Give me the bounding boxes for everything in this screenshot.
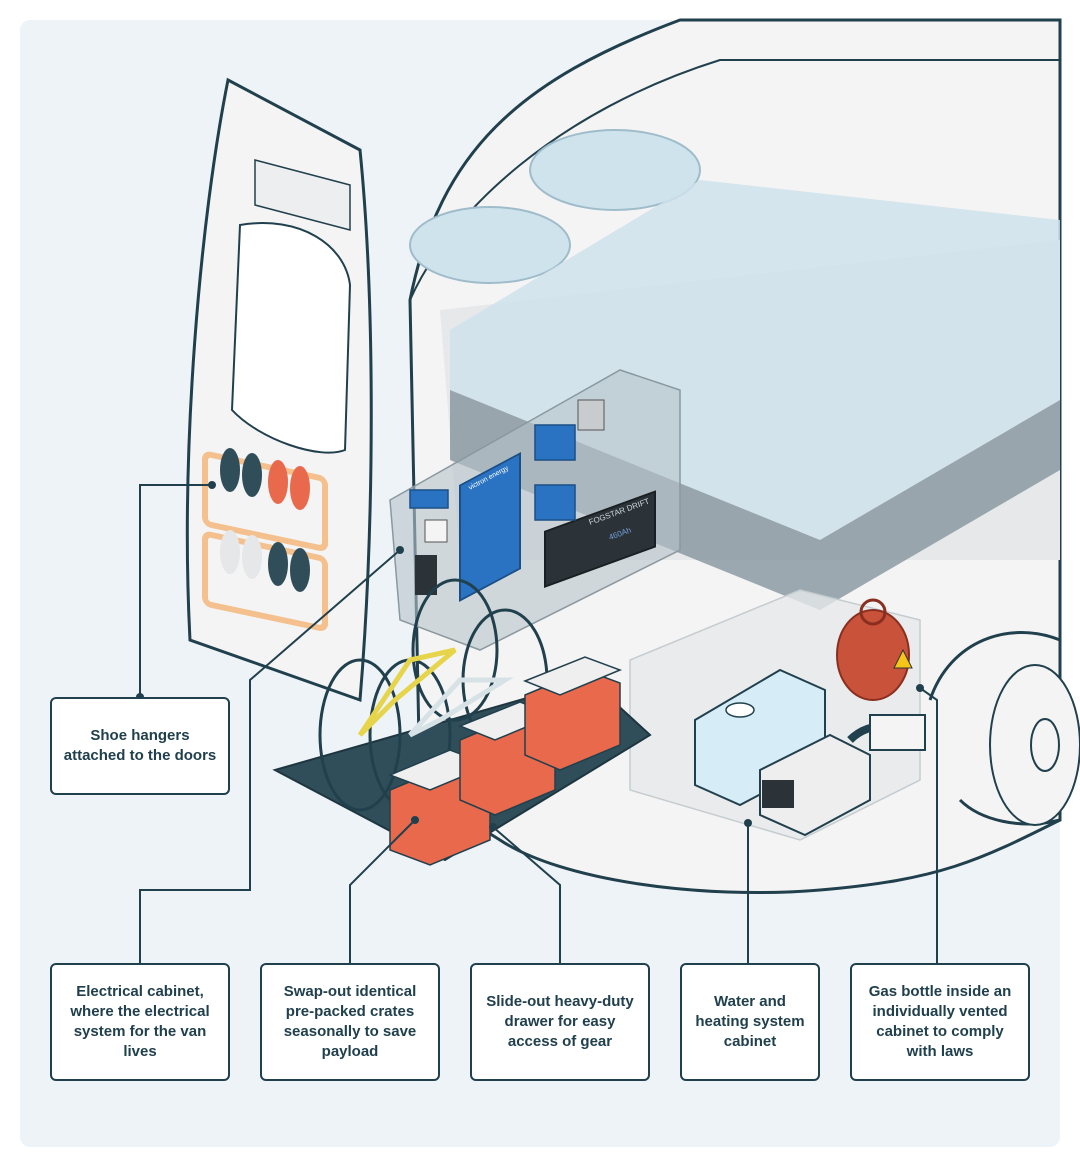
charge-controller-1 (534, 424, 576, 461)
shoe-7 (268, 542, 288, 586)
callout-drawer: Slide-out heavy-duty drawer for easy acc… (470, 963, 650, 1081)
leader-dot-drawer (489, 823, 497, 831)
water-tank-cap (725, 702, 755, 718)
leader-shoe-hangers (139, 484, 212, 697)
pillow-front (529, 129, 701, 211)
shoe-6 (242, 535, 262, 579)
leader-electrical-cabinet (139, 549, 401, 963)
inverter (459, 451, 521, 602)
callout-shoe-hangers-text: Shoe hangers attached to the doors (63, 727, 217, 764)
callout-electrical-cabinet: Electrical cabinet, where the electrical… (50, 963, 230, 1081)
battery (544, 490, 656, 589)
callout-water-heating-text: Water and heating system cabinet (695, 993, 805, 1050)
leader-dot-shoe-end (208, 481, 216, 489)
callout-gas-bottle-text: Gas bottle inside an individually vented… (868, 983, 1012, 1060)
wheel-hub (1030, 718, 1060, 772)
shoe-8 (290, 548, 310, 592)
door-handle-recess (254, 159, 351, 231)
flammable-warning-icon (893, 648, 913, 669)
heater-vent (762, 780, 794, 808)
crate-3 (522, 656, 623, 771)
leader-crates (349, 819, 416, 963)
callout-crates-text: Swap-out identical pre-packed crates sea… (283, 983, 417, 1060)
shore-power-socket (577, 399, 605, 431)
leader-gas-bottle (919, 687, 938, 963)
shoe-rack-bottom (202, 531, 328, 632)
wheel (989, 664, 1080, 826)
callout-drawer-text: Slide-out heavy-duty drawer for easy acc… (486, 993, 634, 1050)
shunt-module (409, 489, 449, 509)
leader-drawer (492, 826, 561, 963)
bed-frame (450, 390, 1060, 610)
shoe-3 (268, 460, 288, 504)
charge-controller-2 (534, 484, 576, 521)
gas-bottle (836, 609, 910, 701)
callout-gas-bottle: Gas bottle inside an individually vented… (850, 963, 1030, 1081)
heater-unit (759, 733, 871, 837)
callout-water-heating: Water and heating system cabinet (680, 963, 820, 1081)
shoe-5 (220, 530, 240, 574)
callout-shoe-hangers: Shoe hangers attached to the doors (50, 697, 230, 795)
meter-display (424, 519, 448, 543)
shoe-4 (290, 466, 310, 510)
door-window (230, 222, 352, 454)
leader-dot-water (744, 819, 752, 827)
pillow-rear (409, 206, 571, 284)
leader-dot-electrical (396, 546, 404, 554)
fuse-box (415, 555, 437, 595)
shoe-2 (242, 453, 262, 497)
shoe-rack-top (202, 451, 328, 552)
gas-bottle-valve (859, 598, 887, 626)
callout-crates: Swap-out identical pre-packed crates sea… (260, 963, 440, 1081)
leader-dot-crates (411, 816, 419, 824)
leader-dot-gas (916, 684, 924, 692)
callout-electrical-cabinet-text: Electrical cabinet, where the electrical… (70, 983, 210, 1060)
water-pump (869, 714, 926, 751)
shoe-1 (220, 448, 240, 492)
